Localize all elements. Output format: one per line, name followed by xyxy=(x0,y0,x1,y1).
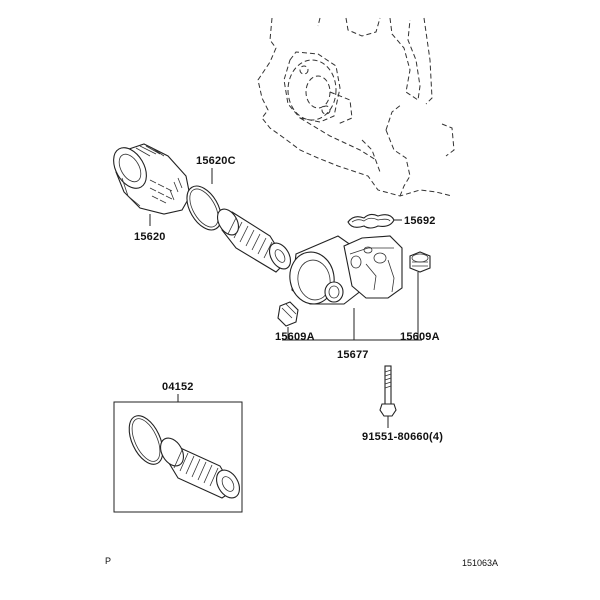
bolt-91551-80660 xyxy=(379,365,397,417)
footer-left-code: P xyxy=(105,556,111,566)
filter-element-upper xyxy=(216,208,292,273)
oil-filter-cap-15620 xyxy=(113,143,191,215)
gasket-15692 xyxy=(347,213,395,229)
label-04152: 04152 xyxy=(162,381,194,393)
oil-filter-bracket-15677 xyxy=(289,235,403,305)
kit-04152-box xyxy=(113,401,243,513)
o-ring-15620c xyxy=(186,185,222,231)
label-bolt-91551-80660: 91551-80660(4) xyxy=(362,431,443,443)
leader-lines xyxy=(149,168,422,428)
plug-15609a-right xyxy=(409,251,431,273)
plug-15609a-left xyxy=(277,301,299,327)
label-15620c: 15620C xyxy=(196,155,236,167)
label-15620: 15620 xyxy=(134,231,166,243)
label-15677: 15677 xyxy=(337,349,369,361)
footer-illustration-number: 151063A xyxy=(462,558,498,568)
label-15609a-left: 15609A xyxy=(275,331,315,343)
label-15609a-right: 15609A xyxy=(400,331,440,343)
engine-block-outline xyxy=(257,17,455,197)
label-15692: 15692 xyxy=(404,215,436,227)
